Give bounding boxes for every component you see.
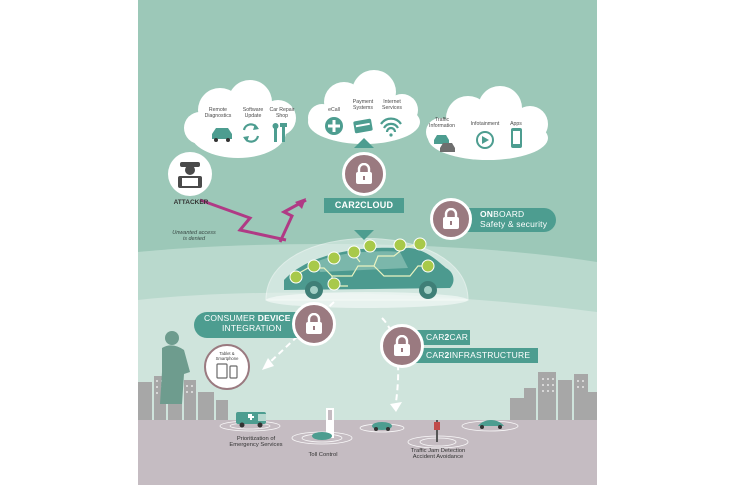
tablet-phone-icon — [216, 363, 238, 379]
cloud-label-apps: Apps — [510, 121, 522, 127]
cloud-label-car-repair-shop: Car Repair Shop — [269, 107, 295, 119]
onboard-rest: BOARD — [493, 209, 525, 219]
lock-icon — [356, 163, 372, 184]
cloud-label-infotainment: Infotainment — [470, 121, 500, 127]
car-small-1 — [372, 422, 392, 431]
up-arrow — [354, 138, 374, 148]
car2cloud-tag: CAR2CLOUD — [324, 198, 404, 213]
device-text: DEVICE — [257, 313, 291, 323]
play-icon — [476, 131, 494, 149]
tablet-smartphone-badge: Tablet & Smartphone — [204, 344, 250, 390]
car2cloud-lock-badge — [342, 152, 386, 196]
car-icon — [212, 128, 232, 142]
illustration-panel: Remote Diagnostics Software Update Car R… — [138, 0, 597, 485]
car-feature-dots — [289, 237, 435, 291]
car2car-a: CAR — [426, 332, 445, 342]
wifi-icon — [380, 117, 402, 133]
cloud-label-software-update: Software Update — [242, 107, 264, 119]
toll-gate — [312, 408, 334, 440]
consumer-lock-badge — [292, 302, 336, 346]
onboard-bold: ON — [480, 209, 494, 219]
background-scene — [138, 198, 597, 485]
cloud-label-internet-services: Internet Services — [382, 99, 402, 111]
hacker-icon — [178, 162, 202, 188]
car-small-2 — [478, 420, 504, 429]
car2car-c: CAR — [449, 332, 469, 342]
city-right — [510, 372, 597, 422]
cloud-label-traffic-information: Traffic Information — [429, 117, 455, 129]
attack-arrow — [199, 198, 287, 242]
cars-icon — [434, 135, 455, 152]
cloud-label-ecall: eCall — [328, 107, 340, 113]
label-emergency-services: Prioritization of Emergency Services — [229, 436, 283, 449]
clouds — [168, 70, 548, 240]
infra-b: 2 — [444, 350, 450, 360]
label-toll-control: Toll Control — [308, 452, 338, 458]
car2x-lock-badge — [380, 324, 424, 368]
card-icon — [353, 118, 373, 134]
onboard-lock-badge — [430, 198, 472, 240]
tablet-smartphone-label: Tablet & Smartphone — [215, 351, 239, 361]
consumer-text: CONSUMER — [204, 313, 258, 323]
person-silhouette — [160, 331, 190, 404]
car2infrastructure-tag: CAR2INFRASTRUCTURE — [400, 348, 538, 363]
lock-icon — [443, 208, 459, 229]
lock-icon — [394, 335, 410, 356]
lock-icon — [306, 313, 322, 334]
car2car-b: 2 — [444, 332, 450, 342]
cloud-label-payment-systems: Payment Systems — [352, 99, 374, 111]
onboard-safety: Safety & security — [480, 218, 548, 229]
attacker-note: Unwanted access is denied — [172, 230, 216, 243]
infra-a: CAR — [426, 350, 445, 360]
cloud-icons — [212, 117, 522, 152]
down-arrow — [354, 230, 374, 240]
integration-text: INTEGRATION — [222, 322, 282, 333]
attacker-label: ATTACKER — [173, 199, 209, 206]
emergency-van — [236, 412, 266, 428]
plus-icon — [325, 117, 343, 135]
traffic-light — [434, 420, 440, 442]
cloud-label-remote-diagnostics: Remote Diagnostics — [204, 107, 232, 119]
phone-icon — [511, 128, 522, 148]
wrench-icon — [272, 123, 287, 142]
label-traffic-jam: Traffic Jam Detection Accident Avoidance — [410, 448, 466, 461]
infra-c: INFRASTRUCTURE — [449, 350, 531, 360]
